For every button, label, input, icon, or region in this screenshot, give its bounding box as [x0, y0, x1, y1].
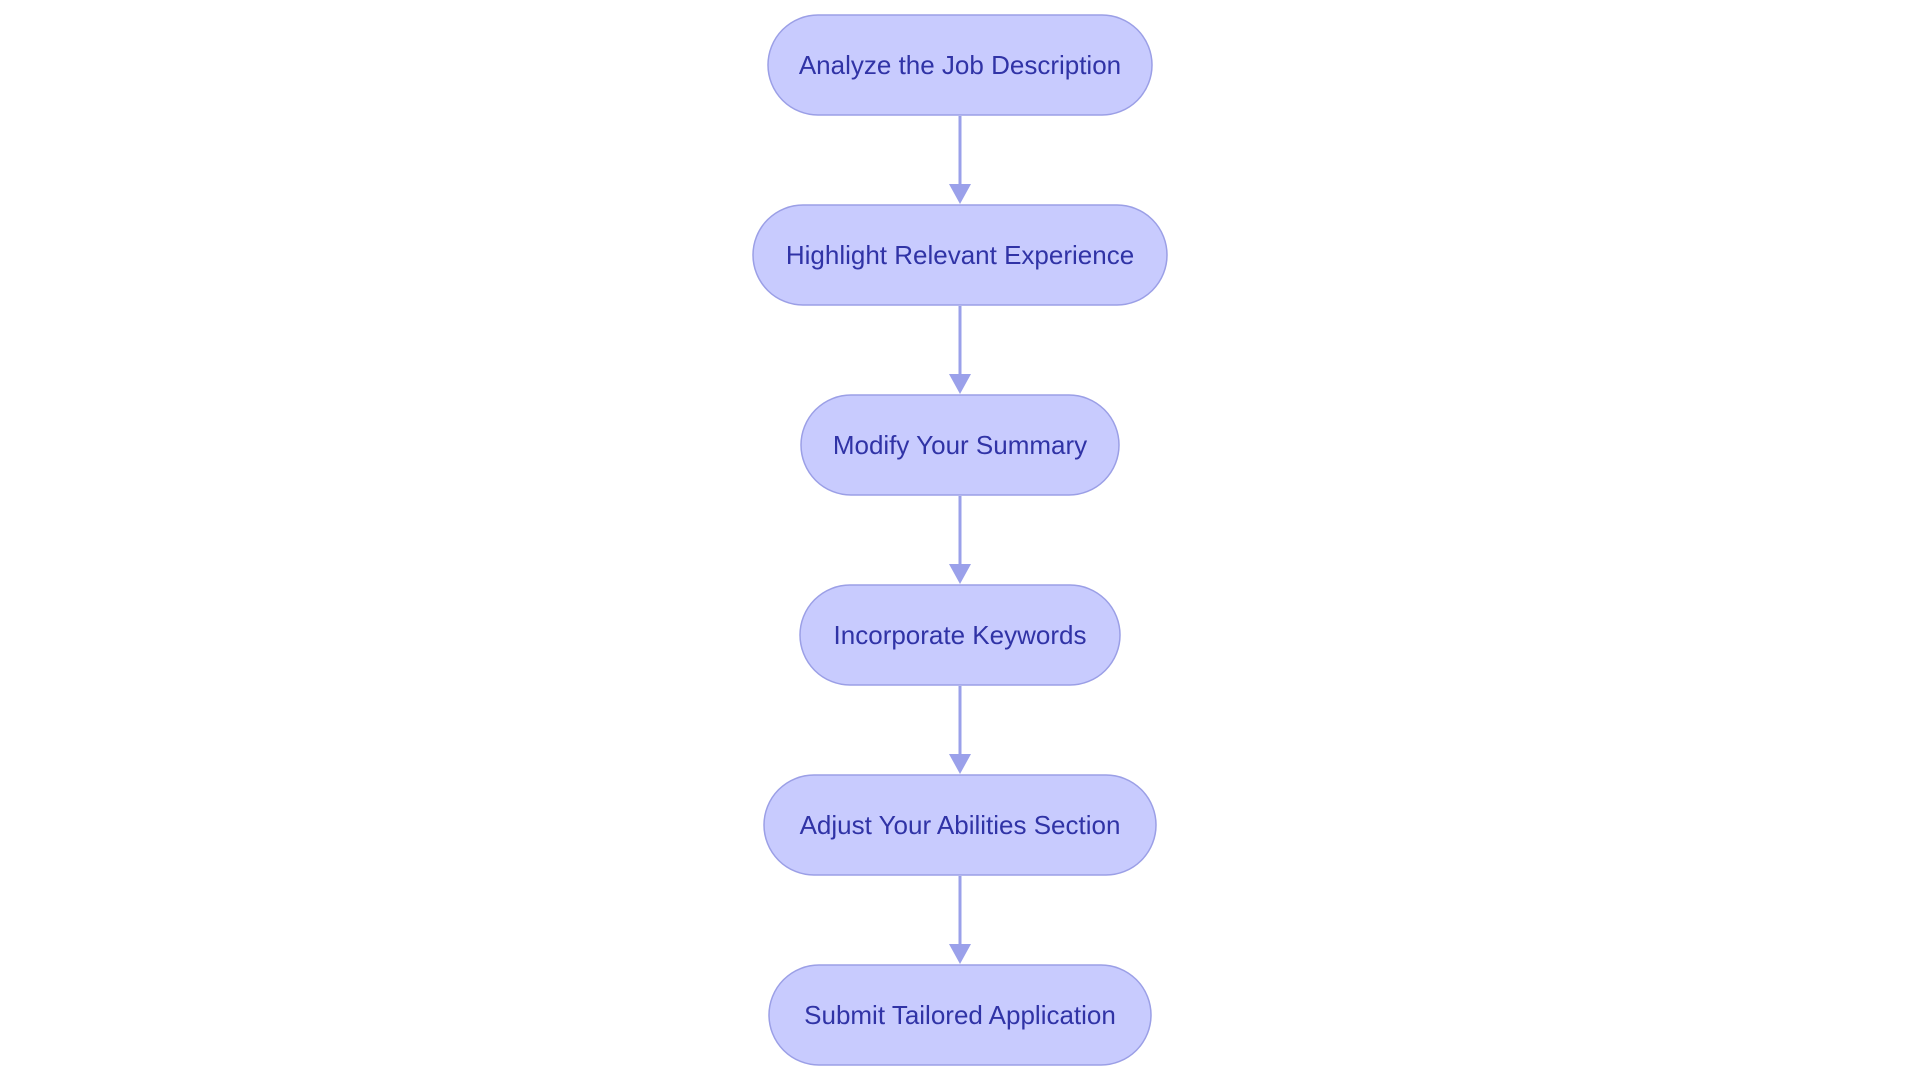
step-node-6: Submit Tailored Application	[768, 964, 1152, 1066]
step-label-3: Modify Your Summary	[833, 430, 1087, 460]
step-label-2: Highlight Relevant Experience	[786, 240, 1134, 270]
connector-1	[949, 116, 971, 204]
step-label-5: Adjust Your Abilities Section	[800, 810, 1121, 840]
step-node-4: Incorporate Keywords	[799, 584, 1121, 686]
step-node-1: Analyze the Job Description	[767, 14, 1153, 116]
step-node-5: Adjust Your Abilities Section	[763, 774, 1157, 876]
connector-5	[949, 876, 971, 964]
step-label-6: Submit Tailored Application	[804, 1000, 1116, 1030]
connector-3	[949, 496, 971, 584]
connector-4	[949, 686, 971, 774]
step-label-4: Incorporate Keywords	[834, 620, 1087, 650]
step-node-2: Highlight Relevant Experience	[752, 204, 1168, 306]
step-node-3: Modify Your Summary	[800, 394, 1120, 496]
step-label-1: Analyze the Job Description	[799, 50, 1121, 80]
connector-2	[949, 306, 971, 394]
